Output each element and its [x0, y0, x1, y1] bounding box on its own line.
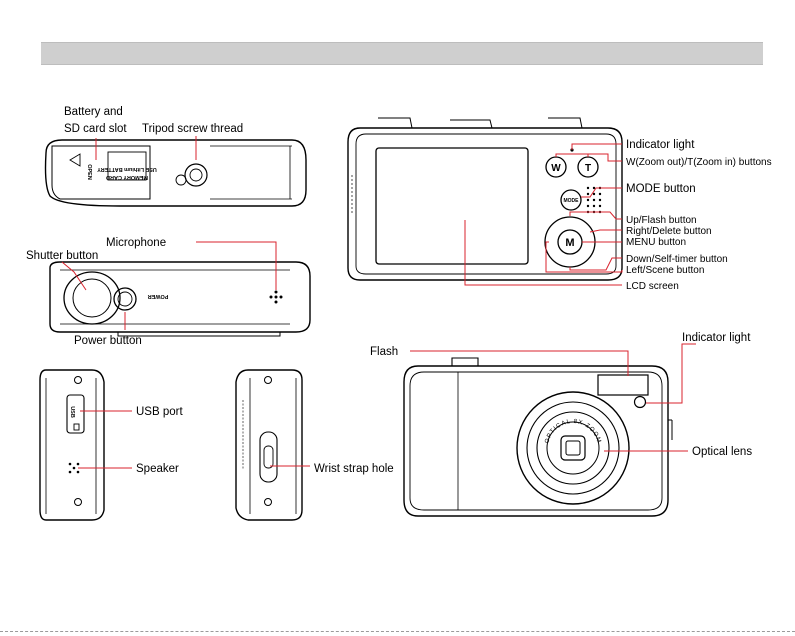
label-wrist-strap: Wrist strap hole — [314, 463, 394, 475]
battery-door-markings: USE Lithium BATTERY MEMORY CARD OPEN — [86, 164, 157, 180]
label-indicator-front: Indicator light — [682, 332, 751, 344]
battery-door-line2: MEMORY CARD — [106, 174, 148, 180]
label-optical-lens: Optical lens — [692, 446, 752, 458]
mode-key-marking: MODE — [564, 198, 580, 204]
camera-back-view — [347, 117, 623, 281]
camera-top-view — [49, 261, 311, 337]
label-shutter: Shutter button — [26, 250, 98, 262]
label-left-scene: Left/Scene button — [626, 265, 704, 276]
lens-ring-marking: OPTICAL 8X ZOOM — [544, 419, 601, 444]
camera-side-view-left — [39, 369, 105, 521]
usb-marking: USB — [69, 406, 75, 418]
label-lcd: LCD screen — [626, 281, 679, 292]
camera-front-view — [403, 357, 673, 517]
label-up-flash: Up/Flash button — [626, 215, 697, 226]
label-indicator-back: Indicator light — [626, 139, 695, 151]
camera-side-view-right — [235, 369, 303, 521]
back-speaker-holes — [586, 186, 602, 214]
labels: Battery and SD card slot Tripod screw th… — [26, 106, 772, 475]
label-mode: MODE button — [626, 183, 696, 195]
leader-lines — [61, 136, 696, 469]
t-key-marking: T — [585, 163, 591, 174]
camera-bottom-view — [44, 139, 307, 207]
label-flash: Flash — [370, 346, 398, 358]
label-microphone: Microphone — [106, 237, 166, 249]
battery-door-line1: USE Lithium BATTERY — [97, 166, 157, 172]
label-power: Power button — [74, 335, 142, 347]
label-zoom: W(Zoom out)/T(Zoom in) buttons — [626, 157, 772, 168]
label-usb: USB port — [136, 406, 183, 418]
label-right-delete: Right/Delete button — [626, 226, 712, 237]
label-down-selftimer: Down/Self-timer button — [626, 254, 728, 265]
m-key-marking: M — [565, 237, 574, 249]
label-speaker: Speaker — [136, 463, 179, 475]
battery-door-open: OPEN — [86, 164, 92, 180]
w-key-marking: W — [551, 163, 561, 174]
footer-dashed-line — [0, 631, 795, 632]
label-battery-line1: Battery and — [64, 106, 123, 118]
label-tripod: Tripod screw thread — [142, 123, 243, 135]
label-menu: MENU button — [626, 237, 686, 248]
label-battery-line2: SD card slot — [64, 123, 127, 135]
header-bar — [41, 42, 763, 65]
power-marking: POWER — [148, 293, 169, 299]
